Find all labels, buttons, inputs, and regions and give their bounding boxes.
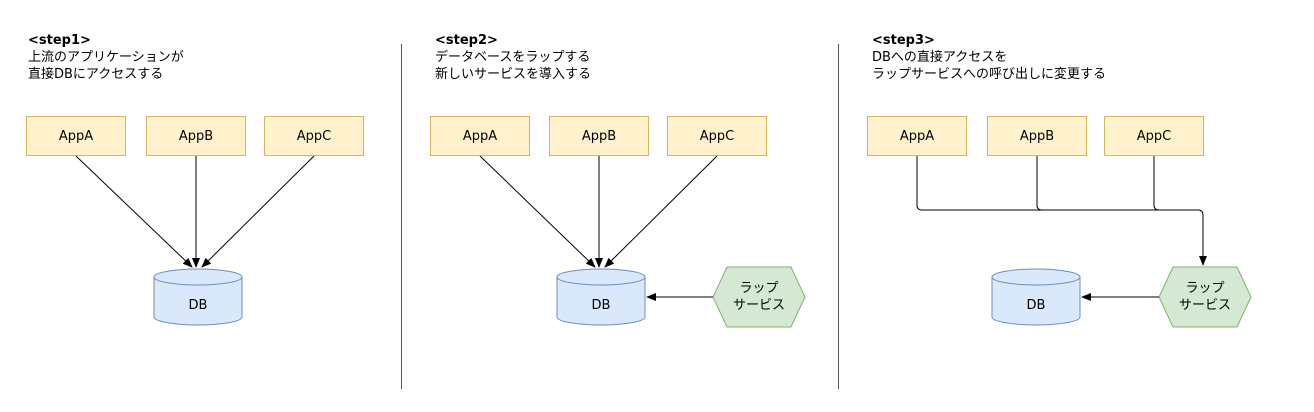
step1-app-b: AppB: [146, 116, 246, 156]
step1-desc-line1: 上流のアプリケーションが: [28, 50, 184, 65]
step3-db-cylinder: [991, 268, 1081, 326]
step1-arrow-appa-db: [75, 155, 193, 268]
step3-app-c: AppC: [1104, 116, 1204, 156]
step3-app-b: AppB: [987, 116, 1087, 156]
step2-service-line2: サービス: [732, 298, 785, 313]
step3-connector-appc-service: [1153, 156, 1198, 211]
step1-arrow-appc-db: [201, 155, 315, 268]
step3-service-label: ラップ サービス: [1159, 267, 1251, 327]
step3-connector-appb-service: [1036, 156, 1198, 211]
step1-db-label: DB: [188, 297, 208, 313]
step2-app-c: AppC: [667, 116, 767, 156]
step1-app-a: AppA: [26, 116, 126, 156]
step3-title: <step3> DBへの直接アクセスを ラップサービスへの呼び出しに変更する: [872, 32, 1106, 83]
step1-heading: <step1>: [28, 33, 91, 48]
divider-2: [838, 44, 839, 389]
step3-db-label: DB: [1026, 297, 1046, 313]
step1-desc-line2: 直接DBにアクセスする: [28, 67, 164, 82]
step2-arrow-appa-db: [479, 155, 596, 268]
step2-title: <step2> データベースをラップする 新しいサービスを導入する: [435, 32, 591, 83]
step2-service-line1: ラップ: [739, 281, 779, 296]
divider-1: [401, 44, 402, 389]
step2-db-label: DB: [591, 297, 611, 313]
step2-app-a: AppA: [430, 116, 530, 156]
step1-db-cylinder: [153, 268, 243, 326]
step3-desc-line2: ラップサービスへの呼び出しに変更する: [872, 67, 1107, 82]
step3-service-line1: ラップ: [1185, 281, 1225, 296]
step2-service-label: ラップ サービス: [713, 267, 805, 327]
step2-desc-line2: 新しいサービスを導入する: [435, 67, 592, 82]
step2-desc-line1: データベースをラップする: [435, 50, 591, 65]
step2-arrow-appc-db: [604, 155, 718, 268]
step1-app-c: AppC: [264, 116, 364, 156]
step2-db-cylinder: [556, 268, 646, 326]
step3-service-line2: サービス: [1178, 298, 1231, 313]
step2-heading: <step2>: [435, 33, 498, 48]
step3-heading: <step3>: [872, 33, 935, 48]
step3-desc-line1: DBへの直接アクセスを: [872, 50, 1008, 65]
step2-app-b: AppB: [549, 116, 649, 156]
step1-title: <step1> 上流のアプリケーションが 直接DBにアクセスする: [28, 32, 184, 83]
step3-app-a: AppA: [867, 116, 967, 156]
